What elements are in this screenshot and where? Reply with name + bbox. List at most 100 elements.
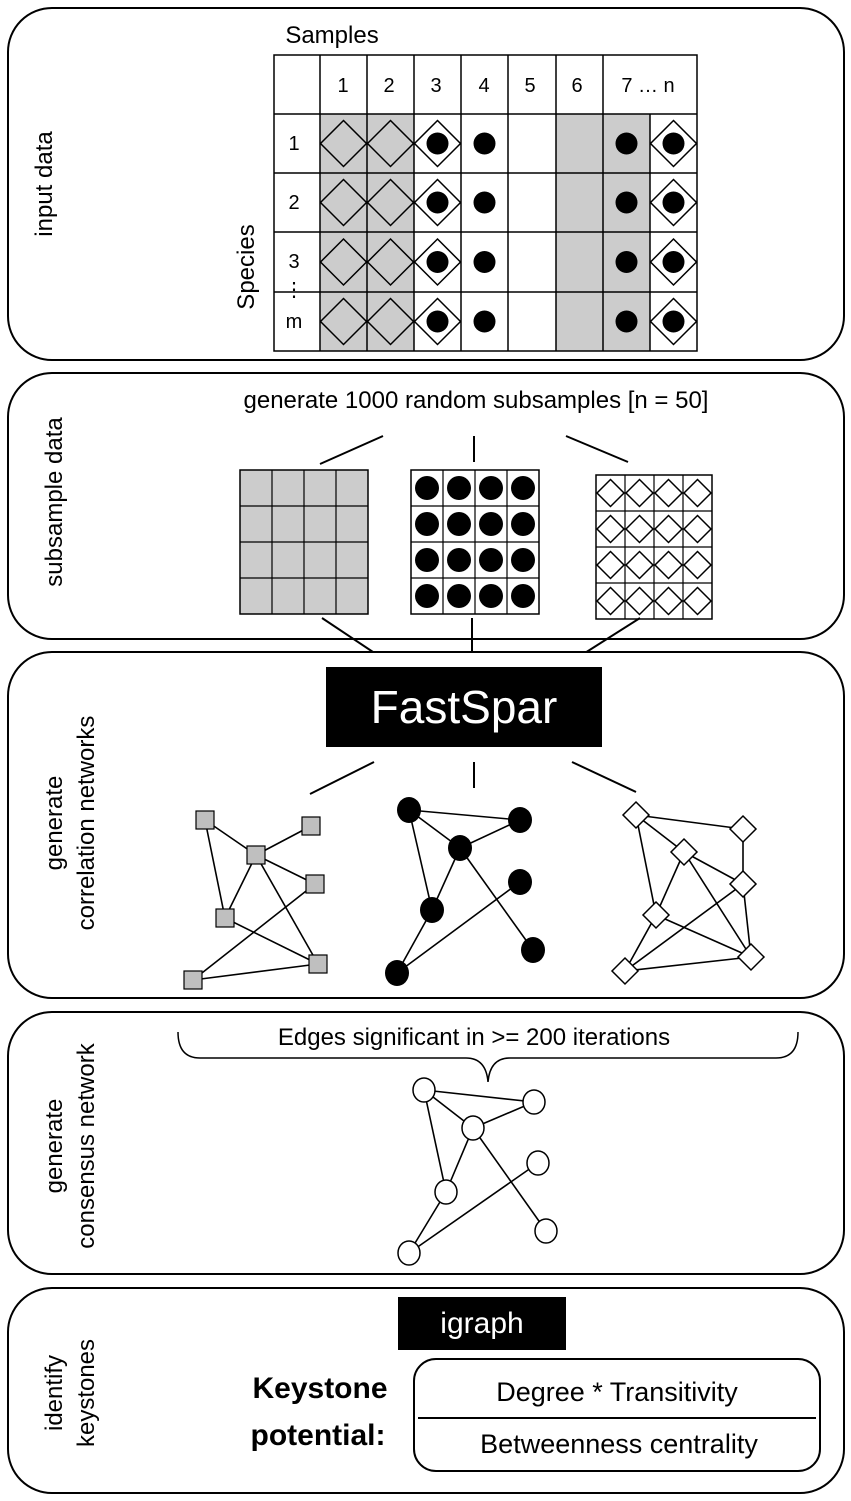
table-row-header: 2	[288, 192, 299, 214]
matrix-cell-diamond	[624, 478, 655, 508]
matrix-cell-diamond	[653, 478, 684, 508]
keystones-side-label-line2: keystones	[73, 1339, 100, 1447]
network-edge	[408, 1162, 539, 1254]
network-node-square	[305, 874, 325, 894]
matrix-cell-dot	[511, 584, 535, 608]
network-branch-left	[309, 761, 375, 795]
network-gray-squares	[183, 810, 328, 990]
network-edge	[224, 917, 319, 965]
correlation-side-label-line1: generate	[41, 776, 68, 871]
network-node-circle	[397, 1240, 421, 1266]
network-white-diamonds	[610, 800, 766, 986]
network-node-diamond	[728, 814, 758, 844]
network-edge	[192, 883, 316, 981]
network-edge	[635, 814, 657, 916]
network-edge	[655, 851, 685, 916]
consensus-brace	[177, 1031, 799, 1083]
table-column-header: 4	[478, 75, 489, 97]
network-node-diamond	[728, 869, 758, 899]
network-edge	[224, 854, 257, 919]
matrix-cell-diamond	[653, 550, 684, 580]
table-cell-dot	[662, 191, 685, 214]
samples-label: Samples	[285, 22, 378, 49]
network-edge	[683, 851, 744, 885]
network-node-circle	[508, 869, 532, 895]
table-cell-diamond	[366, 178, 415, 227]
network-node-square	[183, 970, 203, 990]
table-column-header: 5	[524, 75, 535, 97]
formula-denominator: Betweenness centrality	[480, 1429, 758, 1459]
keystone-potential-line2: potential:	[251, 1419, 386, 1452]
table-row-header: m	[286, 311, 303, 333]
table-border	[273, 54, 698, 352]
network-node-circle	[526, 1150, 550, 1176]
network-node-circle	[448, 835, 472, 861]
subsample-matrix-diamonds	[595, 474, 713, 620]
formula-numerator: Degree * Transitivity	[496, 1377, 738, 1407]
network-edge	[624, 883, 744, 972]
matrix-cell-dot	[479, 548, 503, 572]
network-node-diamond	[610, 956, 640, 986]
network-node-square	[215, 908, 235, 928]
input-side-label: input data	[31, 131, 58, 237]
keystone-potential-line1: Keystone	[252, 1372, 387, 1405]
table-cell-gray	[556, 292, 603, 351]
panel-subsample-data: subsample data generate 1000 random subs…	[7, 372, 845, 640]
table-row-ellipsis: ⋮	[284, 279, 304, 301]
table-cell-diamond	[366, 297, 415, 346]
matrix-cell-dot	[479, 584, 503, 608]
network-edge	[635, 814, 685, 853]
subsample-matrix-dots	[410, 469, 540, 615]
network-node-square	[246, 845, 266, 865]
matrix-cell-diamond	[624, 550, 655, 580]
table-column-header: 2	[383, 75, 394, 97]
matrix-cell-diamond	[653, 586, 684, 616]
matrix-cell-dot	[447, 512, 471, 536]
matrix-cell-diamond	[682, 586, 713, 616]
network-node-diamond	[669, 837, 699, 867]
table-cell-dot	[615, 251, 638, 273]
network-edge	[396, 881, 521, 974]
subsample-caption: generate 1000 random subsamples [n = 50]	[244, 387, 709, 414]
table-cell-diamond	[319, 178, 368, 227]
table-cell-diamond	[366, 119, 415, 168]
consensus-side-label-line2: consensus network	[73, 1042, 100, 1248]
network-node-diamond	[621, 800, 651, 830]
network-edge	[624, 914, 657, 972]
table-cell-dot	[615, 191, 638, 214]
network-black-circles	[385, 797, 545, 986]
matrix-cell-diamond	[682, 478, 713, 508]
matrix-cell-dot	[415, 584, 439, 608]
table-cell-dot	[662, 251, 685, 273]
network-node-circle	[461, 1115, 485, 1141]
matrix-cell-dot	[447, 584, 471, 608]
network-branch-right	[571, 761, 637, 793]
network-node-circle	[508, 807, 532, 833]
network-edge	[204, 819, 226, 919]
table-column-header: 1	[337, 75, 348, 97]
network-node-circle	[412, 1077, 436, 1103]
consensus-side-label-line1: generate	[41, 1099, 68, 1194]
fastspar-label: FastSpar	[371, 681, 558, 733]
matrix-cell-diamond	[595, 478, 626, 508]
network-edge	[423, 1089, 447, 1193]
network-node-circle	[397, 797, 421, 823]
matrix-cell-diamond	[624, 514, 655, 544]
table-row-header: 1	[288, 133, 299, 155]
table-cell-dot	[662, 310, 685, 333]
table-cell-dot	[426, 191, 449, 214]
fastspar-box	[326, 667, 602, 747]
matrix-cell-diamond	[595, 514, 626, 544]
network-edge	[408, 809, 433, 911]
table-cell-diamond	[319, 297, 368, 346]
matrix-cell-diamond	[682, 550, 713, 580]
matrix-cell-diamond	[653, 514, 684, 544]
igraph-box	[398, 1297, 566, 1350]
subsample-matrix-gray	[239, 469, 369, 615]
table-cell-dot	[615, 310, 638, 333]
network-edge	[255, 854, 319, 965]
subsample-branch-right	[565, 435, 629, 463]
